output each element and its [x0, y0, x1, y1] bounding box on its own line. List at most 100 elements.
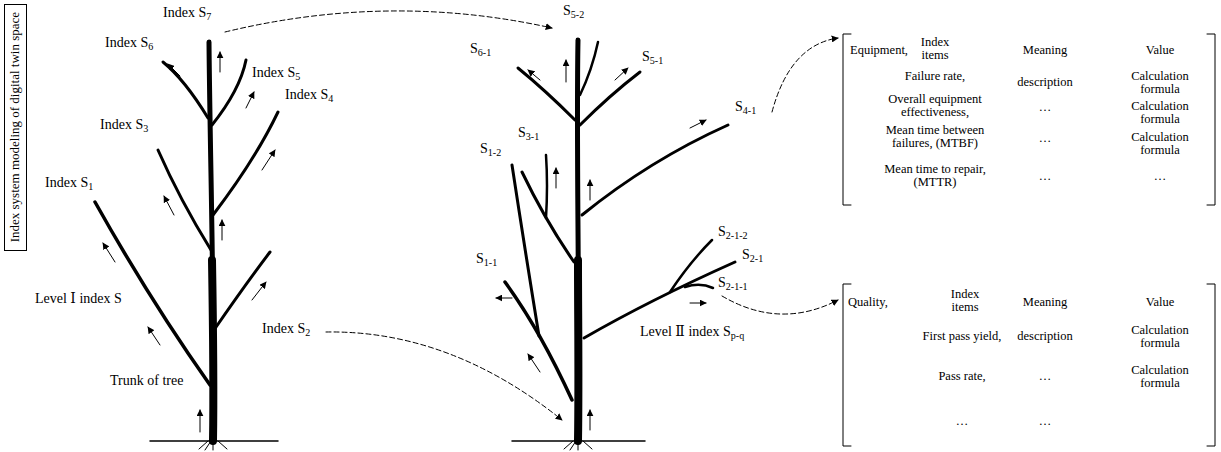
index-label: S2-1-2	[718, 225, 748, 240]
table-bracket	[843, 34, 851, 205]
index-label: Index S1	[45, 176, 93, 191]
subscript: 5	[295, 71, 300, 82]
growth-arrow	[615, 68, 628, 80]
index-label: S1-1	[476, 252, 497, 267]
table-cell: Calculation formula	[1120, 100, 1200, 126]
table-cell: Calculation formula	[1120, 70, 1200, 96]
growth-arrow	[690, 303, 706, 304]
subscript: 4	[328, 93, 333, 104]
index-label: S5-1	[642, 50, 663, 65]
index-label: Level Ⅱ index Sp-q	[640, 325, 744, 340]
subscript: 4-1	[743, 105, 756, 116]
growth-arrow	[690, 120, 706, 128]
table-cell: Pass rate,	[902, 370, 1022, 383]
growth-arrow	[556, 168, 557, 188]
growth-arrow	[262, 150, 275, 170]
table-cell: Index items	[915, 36, 955, 62]
table-cell: Mean time to repair, (MTTR)	[879, 163, 991, 189]
tree-branch	[685, 285, 713, 288]
subscript: 1	[88, 181, 93, 192]
table-cell: …	[1015, 415, 1075, 428]
tree-branch	[580, 72, 640, 125]
subscript: 2-1	[750, 253, 763, 264]
index-label: S2-1	[742, 248, 763, 263]
tree-branch	[213, 112, 278, 215]
index-label: S3-1	[518, 126, 539, 141]
table-cell: Calculation formula	[1120, 364, 1200, 390]
mapping-arrow	[225, 11, 552, 32]
subscript: 2-1-1	[726, 281, 748, 292]
table-cell: Meaning	[1005, 296, 1085, 309]
index-label: Trunk of tree	[110, 374, 183, 389]
table-cell: Value	[1120, 44, 1200, 57]
table-cell: …	[1015, 101, 1075, 114]
table-cell: …	[1015, 170, 1075, 183]
subscript: 2	[305, 327, 310, 338]
index-label: Index S4	[285, 88, 333, 103]
growth-arrow	[590, 410, 591, 430]
growth-arrow	[252, 282, 266, 300]
table-cell: Failure rate,	[875, 70, 995, 83]
table-cell: …	[1130, 170, 1190, 183]
tree-branch	[670, 240, 712, 292]
subscript: 1-2	[488, 147, 501, 158]
table-cell: Meaning	[1005, 44, 1085, 57]
index-label: Level Ⅰ index S	[35, 292, 122, 307]
tree-branch	[512, 165, 539, 336]
subscript: 1-1	[484, 257, 497, 268]
subscript: 5-2	[571, 9, 584, 20]
growth-arrow	[164, 196, 174, 215]
mapping-arrow	[722, 296, 838, 314]
growth-arrow	[103, 243, 115, 262]
index-label: Index S5	[252, 66, 300, 81]
table-bracket	[1207, 284, 1215, 446]
mapping-arrow	[326, 332, 562, 420]
growth-arrow	[590, 180, 591, 200]
tree-branch	[580, 42, 598, 95]
growth-arrow	[148, 327, 160, 345]
index-label: Index S3	[100, 118, 148, 133]
table-cell: Equipment,	[850, 44, 908, 57]
growth-arrow	[168, 64, 180, 76]
table-cell: First pass yield,	[902, 330, 1022, 343]
index-label: S4-1	[735, 100, 756, 115]
subscript: 3	[143, 123, 148, 134]
growth-arrow	[496, 298, 512, 299]
subscript: 3-1	[526, 131, 539, 142]
table-cell: Index items	[945, 288, 985, 314]
table-cell: …	[1015, 132, 1075, 145]
index-label: Index S2	[262, 322, 310, 337]
mapping-arrow	[772, 38, 838, 112]
tree-branch	[505, 282, 572, 400]
table-cell: Calculation formula	[1120, 324, 1200, 350]
vertical-title-box: Index system modeling of digital twin sp…	[4, 4, 27, 251]
tree-branch	[212, 60, 246, 125]
growth-arrow	[246, 92, 254, 108]
table-cell: …	[932, 415, 992, 428]
growth-arrow	[566, 60, 567, 82]
box-title: Index system modeling of digital twin sp…	[8, 12, 22, 242]
tree-trunk	[212, 260, 213, 441]
index-label: S1-2	[480, 142, 501, 157]
subscript: 6-1	[478, 47, 491, 58]
tree-trunk	[574, 260, 582, 441]
tree-branch	[214, 252, 270, 330]
table-cell: Value	[1120, 296, 1200, 309]
growth-arrow	[528, 70, 540, 80]
subscript: 2-1-2	[726, 230, 748, 241]
growth-arrow	[200, 410, 201, 432]
table-cell: Overall equipment effectiveness,	[870, 93, 1000, 119]
table-cell: description	[1005, 330, 1085, 343]
subscript: 5-1	[650, 55, 663, 66]
subscript: 7	[206, 11, 211, 22]
tree-branch	[158, 150, 211, 250]
table-cell: …	[1015, 370, 1075, 383]
tree-branch	[163, 62, 208, 118]
growth-arrow	[222, 220, 223, 240]
subscript: 6	[148, 41, 153, 52]
table-cell: Mean time between failures, (MTBF)	[879, 124, 991, 150]
tree-branch	[546, 155, 547, 218]
table-cell: Calculation formula	[1120, 131, 1200, 157]
index-label: S2-1-1	[718, 276, 748, 291]
